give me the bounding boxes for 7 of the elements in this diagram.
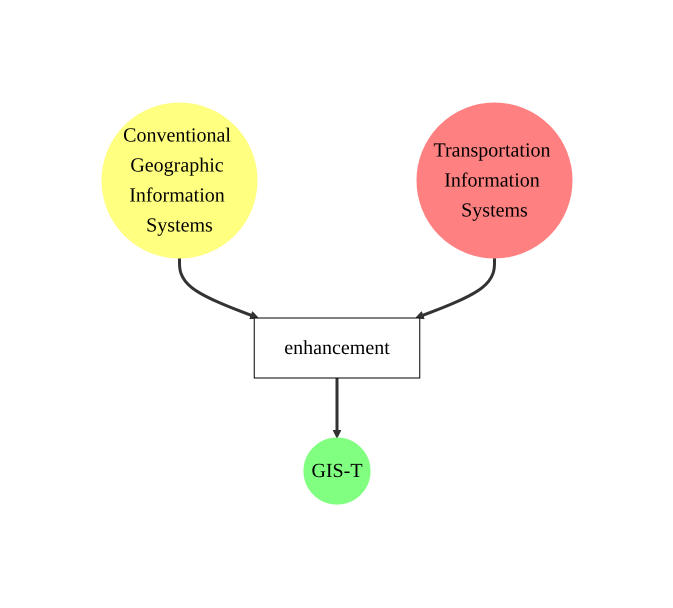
node-circle: Conventional Geographic Information Systems — [101, 102, 257, 259]
arrow — [414, 258, 496, 320]
node-circle: Transportation Information Systems — [416, 102, 572, 259]
arrow — [332, 378, 341, 439]
node-box: enhancement — [253, 318, 420, 379]
arrow — [178, 258, 258, 320]
node-circle: GIS-T — [302, 438, 370, 506]
